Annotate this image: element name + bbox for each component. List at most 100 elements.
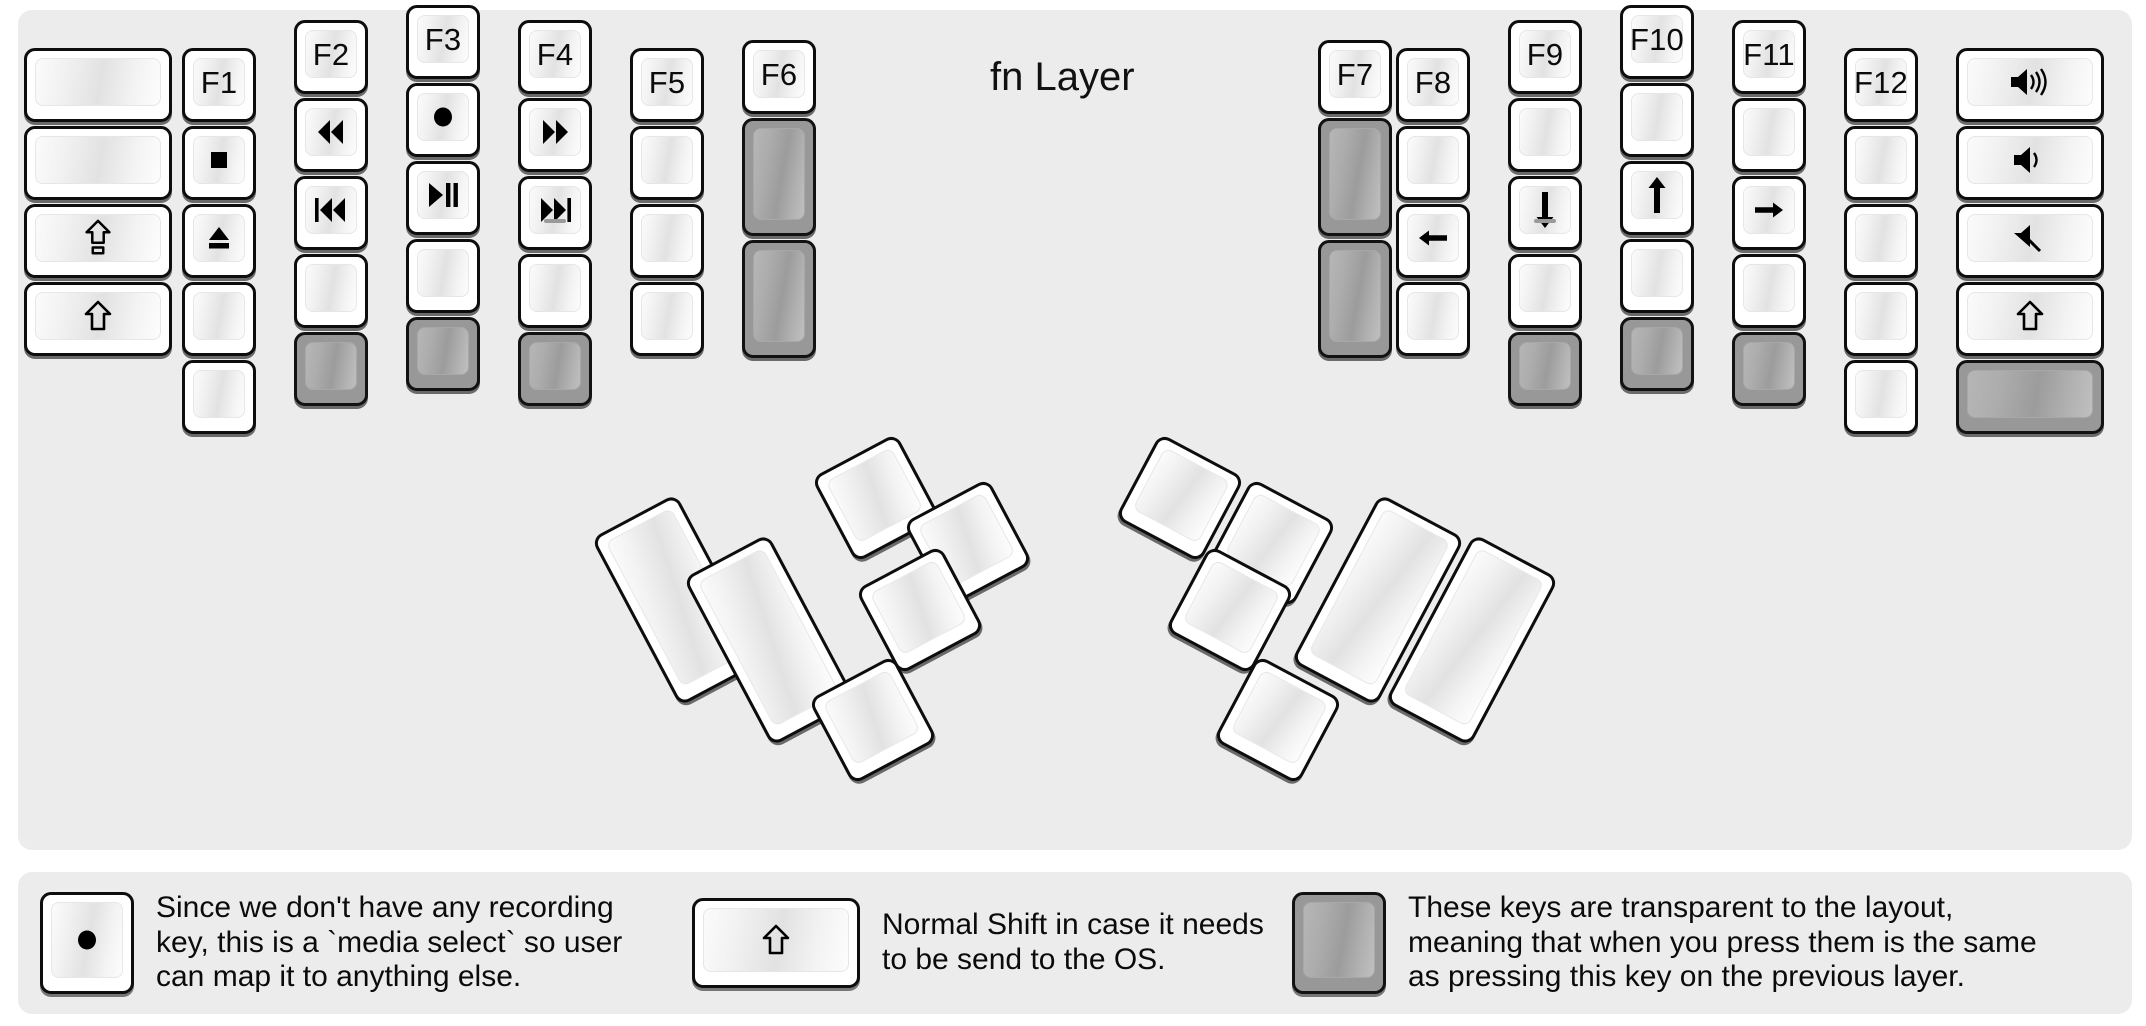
left-col-f2-key-1[interactable] [294,98,368,172]
right-col-f7-key-0[interactable]: F7 [1318,40,1392,114]
left-col-f3-key-4[interactable] [406,317,480,391]
volume-mute-icon [2010,221,2050,255]
keycap-surface [822,669,921,766]
left-col-outer-left-key-0[interactable] [24,48,172,122]
left-col-f4-key-2[interactable] [518,176,592,250]
right-col-f12-key-2[interactable] [1844,204,1918,278]
left-col-f5-key-2[interactable] [630,204,704,278]
keycap-surface [417,171,469,219]
legend-keycap-surface [51,902,123,978]
left-col-f1-key-1[interactable] [182,126,256,200]
right-col-f9-key-3[interactable] [1508,254,1582,328]
legend-key-0[interactable] [40,892,134,994]
keycap-surface [1631,93,1683,141]
right-col-f9-key-2[interactable] [1508,176,1582,250]
right-col-f10-key-4[interactable] [1620,317,1694,391]
arrow-down-icon [1532,190,1558,230]
right-col-f12-key-0[interactable]: F12 [1844,48,1918,122]
right-col-f10-key-2[interactable] [1620,161,1694,235]
left-col-f5-key-0[interactable]: F5 [630,48,704,122]
right-col-f9-key-4[interactable] [1508,332,1582,406]
left-col-f3-key-1[interactable] [406,83,480,157]
right-col-f10-key-1[interactable] [1620,83,1694,157]
right-col-f12-key-4[interactable] [1844,360,1918,434]
key-label: F7 [1336,56,1374,92]
left-col-f6-key-2[interactable] [742,240,816,358]
shift-caps-icon [83,218,113,258]
right-col-f8-key-3[interactable] [1396,282,1470,356]
right-col-f7-key-2[interactable] [1318,240,1392,358]
left-col-f3-key-2[interactable] [406,161,480,235]
right-col-f12-key-1[interactable] [1844,126,1918,200]
right-col-outer-right-key-4[interactable] [1956,360,2104,434]
right-col-f12-key-3[interactable] [1844,282,1918,356]
legend-key-1[interactable] [692,898,860,988]
keycap-surface [641,214,693,262]
left-col-f1-key-0[interactable]: F1 [182,48,256,122]
keycap-surface [1519,342,1571,390]
right-col-f11-key-3[interactable] [1732,254,1806,328]
right-col-outer-right-key-0[interactable] [1956,48,2104,122]
keycap-surface [35,58,161,106]
right-col-f9-key-0[interactable]: F9 [1508,20,1582,94]
left-col-f2-key-2[interactable] [294,176,368,250]
keycap-surface [753,128,805,220]
right-col-outer-right-key-1[interactable] [1956,126,2104,200]
right-col-f11-key-2[interactable] [1732,176,1806,250]
legend-item-1: Normal Shift in case it needs to be send… [670,872,1264,1014]
keycap-surface [1407,214,1459,262]
keycap-surface [305,108,357,156]
shift-icon [2015,299,2045,333]
arrow-left-icon [1412,221,1454,255]
keycap-surface [1743,264,1795,312]
left-col-outer-left-key-2[interactable] [24,204,172,278]
right-col-f10-key-0[interactable]: F10 [1620,5,1694,79]
keycap-surface [1329,128,1381,220]
left-col-f5-key-3[interactable] [630,282,704,356]
keycap-surface: F12 [1854,58,1908,106]
left-col-outer-left-key-3[interactable] [24,282,172,356]
left-col-f4-key-1[interactable] [518,98,592,172]
legend-panel [18,872,2132,1014]
keycap-surface [193,370,245,418]
right-col-f7-key-1[interactable] [1318,118,1392,236]
keycap-surface [869,559,968,656]
keycap-surface [1407,136,1459,184]
left-col-f2-key-0[interactable]: F2 [294,20,368,94]
left-col-f6-key-0[interactable]: F6 [742,40,816,114]
keycap-surface [305,264,357,312]
right-col-f10-key-3[interactable] [1620,239,1694,313]
right-col-f9-key-1[interactable] [1508,98,1582,172]
left-col-f1-key-4[interactable] [182,360,256,434]
key-label: F10 [1629,21,1685,57]
left-col-f3-key-0[interactable]: F3 [406,5,480,79]
right-col-outer-right-key-3[interactable] [1956,282,2104,356]
left-col-f4-key-3[interactable] [518,254,592,328]
left-col-f2-key-4[interactable] [294,332,368,406]
left-col-f1-key-2[interactable] [182,204,256,278]
right-col-f8-key-0[interactable]: F8 [1396,48,1470,122]
right-col-f8-key-1[interactable] [1396,126,1470,200]
left-col-f4-key-0[interactable]: F4 [518,20,592,94]
right-col-f11-key-0[interactable]: F11 [1732,20,1806,94]
key-label: F3 [424,21,462,57]
left-col-f1-key-3[interactable] [182,282,256,356]
left-col-f4-key-4[interactable] [518,332,592,406]
record-icon [66,923,108,957]
left-col-f6-key-1[interactable] [742,118,816,236]
left-col-outer-left-key-1[interactable] [24,126,172,200]
right-col-outer-right-key-2[interactable] [1956,204,2104,278]
legend-key-2[interactable] [1292,892,1386,994]
right-col-f11-key-4[interactable] [1732,332,1806,406]
key-label: F1 [200,64,238,100]
left-col-f2-key-3[interactable] [294,254,368,328]
keycap-surface [193,292,245,340]
right-col-f11-key-1[interactable] [1732,98,1806,172]
homing-bar [544,219,566,223]
record-icon [422,100,464,134]
right-col-f8-key-2[interactable] [1396,204,1470,278]
left-col-f3-key-3[interactable] [406,239,480,313]
shift-icon [761,923,791,957]
left-col-f5-key-1[interactable] [630,126,704,200]
keycap-surface: F2 [305,30,357,78]
